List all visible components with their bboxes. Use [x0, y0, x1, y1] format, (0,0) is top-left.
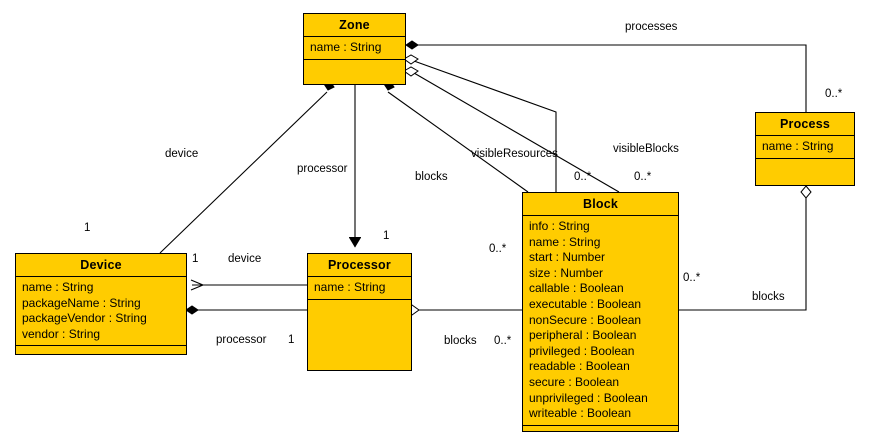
attribute-row: peripheral : Boolean: [529, 328, 637, 343]
class-attributes-zone: name : String: [304, 37, 405, 60]
multiplicity-process-block-end: 0..*: [683, 272, 701, 284]
multiplicity-device-zone-end: 1: [84, 222, 91, 234]
class-box-device[interactable]: Device name : String packageName : Strin…: [15, 253, 187, 355]
edge-processes: [405, 40, 807, 112]
attribute-row: readable : Boolean: [529, 359, 630, 374]
edge-label-device-processor: device: [228, 253, 262, 265]
class-name-process: Process: [756, 113, 854, 136]
attribute-row: info : String: [529, 219, 590, 233]
multiplicity-processor-left: 1: [288, 334, 295, 346]
class-box-block[interactable]: Block info : String name : String start …: [522, 192, 679, 432]
class-attributes-processor: name : String: [308, 277, 411, 300]
attribute-row: name : String: [529, 234, 601, 249]
multiplicity-processor-block-end: 0..*: [494, 335, 512, 347]
class-name-processor: Processor: [308, 254, 411, 277]
multiplicity-blocks-zone-end: 0..*: [489, 243, 507, 255]
attribute-row: packageVendor : String: [22, 311, 147, 326]
edge-processor-blocks: [405, 304, 522, 316]
attribute-row: name : String: [762, 139, 834, 153]
attribute-row: secure : Boolean: [529, 374, 620, 389]
attribute-row: writeable : Boolean: [529, 406, 632, 421]
attribute-row: packageName : String: [22, 295, 141, 310]
edge-device-processor: [185, 305, 307, 315]
edge-label-processes: processes: [625, 21, 678, 33]
edge-label-blocks-zone: blocks: [415, 171, 448, 183]
class-box-process[interactable]: Process name : String: [755, 112, 855, 186]
attribute-row: unprivileged : Boolean: [529, 390, 648, 405]
class-attributes-device: name : String packageName : String packa…: [16, 277, 186, 347]
edge-label-visible-blocks: visibleBlocks: [613, 143, 679, 155]
attribute-row: size : Number: [529, 265, 604, 280]
attribute-row: callable : Boolean: [529, 281, 624, 296]
class-name-zone: Zone: [304, 14, 405, 37]
attribute-row: name : String: [310, 40, 382, 54]
multiplicity-visible-blocks-end: 0..*: [634, 171, 652, 183]
edge-visible-blocks: [403, 66, 620, 193]
class-name-block: Block: [523, 193, 678, 216]
edge-label-blocks-process: blocks: [752, 291, 785, 303]
multiplicity-device-right: 1: [192, 253, 199, 265]
multiplicity-process-top: 0..*: [825, 88, 843, 100]
multiplicity-visible-resources-end: 0..*: [574, 171, 592, 183]
edge-label-visible-resources: visibleResources: [471, 148, 558, 160]
attribute-row: name : String: [314, 280, 386, 294]
attribute-row: vendor : String: [22, 326, 101, 341]
attribute-row: executable : Boolean: [529, 296, 642, 311]
edge-process-blocks: [678, 185, 812, 311]
edge-label-processor-device: processor: [216, 334, 267, 346]
edge-label-processor-zone: processor: [297, 163, 348, 175]
attribute-row: nonSecure : Boolean: [529, 312, 642, 327]
class-name-device: Device: [16, 254, 186, 277]
edge-label-device-zone: device: [165, 148, 199, 160]
attribute-row: start : Number: [529, 250, 606, 265]
edge-visible-resources: [403, 54, 557, 192]
class-attributes-block: info : String name : String start : Numb…: [523, 216, 678, 426]
multiplicity-processor-zone-end: 1: [383, 230, 390, 242]
attribute-row: name : String: [22, 280, 94, 294]
class-box-zone[interactable]: Zone name : String: [303, 13, 406, 85]
edge-label-blocks-processor: blocks: [444, 335, 477, 347]
attribute-row: privileged : Boolean: [529, 343, 635, 358]
class-attributes-process: name : String: [756, 136, 854, 159]
class-box-processor[interactable]: Processor name : String: [307, 253, 412, 371]
